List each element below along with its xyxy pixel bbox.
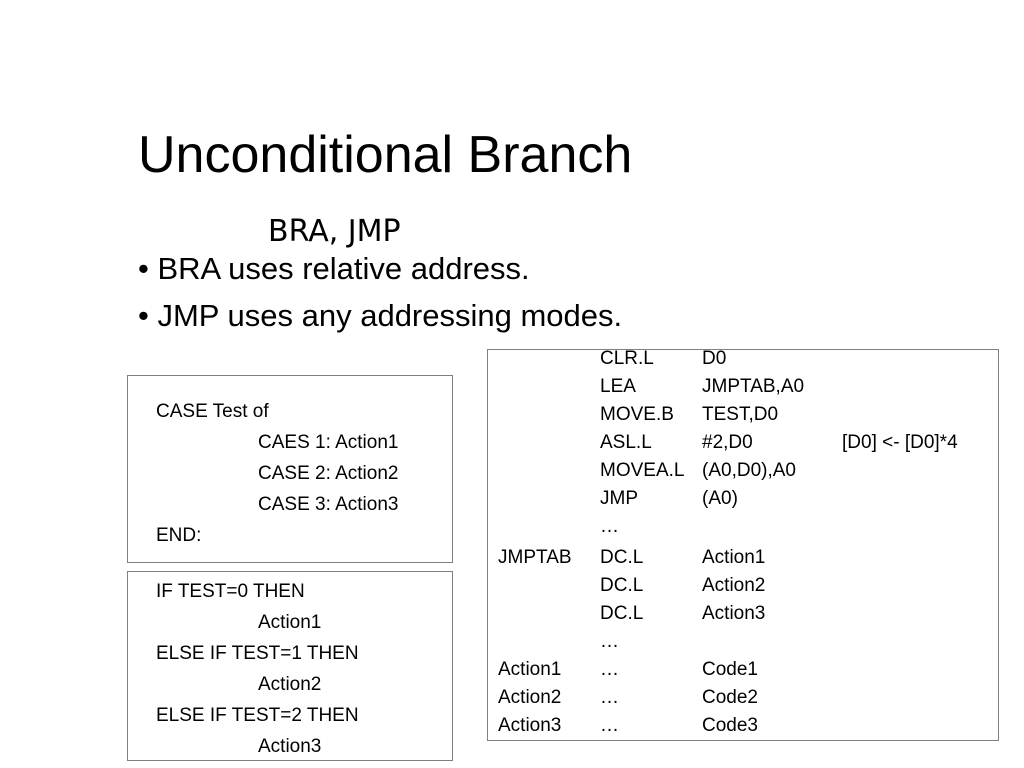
asm-operand: D0 <box>702 348 727 369</box>
case-line: CASE 2: Action2 <box>258 463 399 484</box>
asm-comment: [D0] <- [D0]*4 <box>842 432 958 453</box>
asm-operand: Code1 <box>702 659 758 680</box>
asm-opcode: … <box>600 631 619 652</box>
asm-opcode: DC.L <box>600 603 644 624</box>
asm-opcode: DC.L <box>600 547 644 568</box>
asm-opcode: ASL.L <box>600 432 652 453</box>
case-line: CASE Test of <box>156 401 269 422</box>
if-line: ELSE IF TEST=2 THEN <box>156 705 359 726</box>
asm-opcode: … <box>600 687 619 708</box>
asm-opcode: JMP <box>600 488 638 509</box>
asm-operand: TEST,D0 <box>702 404 779 425</box>
if-line: Action3 <box>258 736 322 757</box>
asm-opcode: MOVEA.L <box>600 460 685 481</box>
assembly-code-box: JMPTAB Action1 Action2 Action3 CLR.L LEA… <box>487 348 999 741</box>
asm-operand: (A0,D0),A0 <box>702 460 796 481</box>
slide-subtitle: BRA, JMP <box>268 214 401 249</box>
asm-label: Action1 <box>498 659 562 680</box>
if-line: ELSE IF TEST=1 THEN <box>156 643 359 664</box>
asm-opcode: CLR.L <box>600 348 654 369</box>
asm-opcode: MOVE.B <box>600 404 674 425</box>
case-pseudocode-box: CASE Test of CAES 1: Action1 CASE 2: Act… <box>127 375 453 563</box>
asm-operand: (A0) <box>702 488 738 509</box>
asm-operand: Action3 <box>702 603 766 624</box>
asm-opcode: LEA <box>600 376 636 397</box>
if-pseudocode-box: IF TEST=0 THEN Action1 ELSE IF TEST=1 TH… <box>127 571 453 761</box>
asm-operand: Action2 <box>702 575 766 596</box>
asm-operand: Code2 <box>702 687 758 708</box>
bullet-jmp: • JMP uses any addressing modes. <box>138 298 623 333</box>
asm-operand: JMPTAB,A0 <box>702 376 805 397</box>
asm-operand: #2,D0 <box>702 432 753 453</box>
asm-operand: Action1 <box>702 547 766 568</box>
case-line: CASE 3: Action3 <box>258 494 399 515</box>
asm-opcode: … <box>600 659 619 680</box>
if-line: Action1 <box>258 612 322 633</box>
bullet-bra: • BRA uses relative address. <box>138 251 530 286</box>
if-line: IF TEST=0 THEN <box>156 581 305 602</box>
asm-opcode: … <box>600 715 619 736</box>
case-line: CAES 1: Action1 <box>258 432 399 453</box>
asm-label: Action3 <box>498 715 562 736</box>
asm-label: Action2 <box>498 687 562 708</box>
asm-label: JMPTAB <box>498 547 572 568</box>
slide-title: Unconditional Branch <box>138 126 633 184</box>
asm-opcode: DC.L <box>600 575 644 596</box>
asm-opcode: … <box>600 516 619 537</box>
case-line: END: <box>156 525 202 546</box>
if-line: Action2 <box>258 674 322 695</box>
asm-operand: Code3 <box>702 715 758 736</box>
